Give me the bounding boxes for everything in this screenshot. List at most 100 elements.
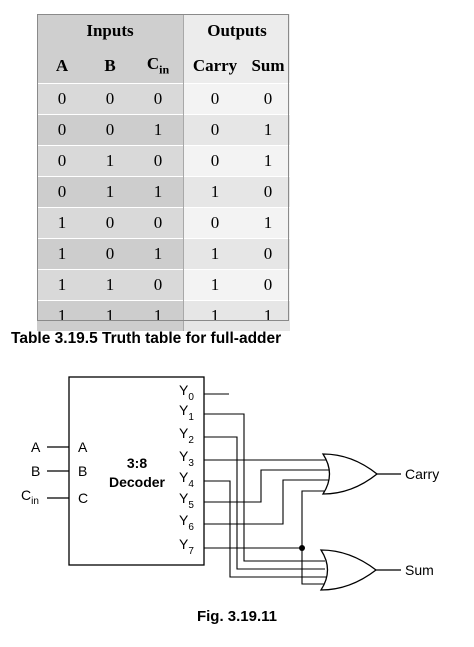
- sum-label: Sum: [405, 562, 434, 578]
- cell-a: 1: [37, 238, 87, 270]
- header-a: A: [37, 48, 87, 84]
- cell-cin: 1: [133, 176, 184, 208]
- cell-a: 1: [37, 207, 87, 239]
- output-label-y5: Y5: [179, 490, 194, 511]
- pin-label-b: B: [78, 463, 87, 479]
- cell-b: 0: [87, 114, 133, 146]
- header-b: B: [87, 48, 133, 84]
- wire-y7-carry: [204, 490, 328, 549]
- output-label-sub: 3: [188, 458, 194, 469]
- outputs-group-header: Outputs: [183, 14, 290, 48]
- cell-cin: 1: [133, 300, 184, 331]
- wire-y6: [204, 479, 330, 525]
- decoder-output-wires: [204, 393, 330, 585]
- cell-cin: 0: [133, 269, 184, 301]
- output-label-sub: 5: [188, 500, 194, 511]
- header-cin-sub: in: [159, 62, 170, 77]
- cell-a: 0: [37, 145, 87, 177]
- header-cin: Cin: [133, 48, 184, 84]
- cell-b: 1: [87, 176, 133, 208]
- output-label-sub: 4: [188, 479, 194, 490]
- input-label-a: A: [31, 439, 41, 455]
- output-label-y6: Y6: [179, 512, 194, 533]
- decoder-title-name: Decoder: [109, 474, 166, 490]
- wire-y5: [204, 469, 330, 503]
- cell-sum: 0: [246, 83, 290, 115]
- input-label-cin-sub: in: [31, 496, 39, 507]
- cell-cin: 0: [133, 83, 184, 115]
- cell-cin: 1: [133, 238, 184, 270]
- output-label-sub: 6: [188, 522, 194, 533]
- cell-carry: 1: [183, 238, 246, 270]
- cell-b: 1: [87, 269, 133, 301]
- output-label-y2: Y2: [179, 425, 194, 446]
- cell-a: 1: [37, 300, 87, 331]
- table-caption: Table 3.19.5 Truth table for full-adder: [11, 330, 282, 347]
- output-label-sub: 2: [188, 435, 194, 446]
- output-label-main: Y: [179, 402, 189, 418]
- output-label-main: Y: [179, 425, 189, 441]
- cell-carry: 1: [183, 176, 246, 208]
- cell-a: 0: [37, 176, 87, 208]
- cell-cin: 0: [133, 207, 184, 239]
- header-carry: Carry: [183, 48, 246, 84]
- cell-carry: 0: [183, 207, 246, 239]
- cell-sum: 1: [246, 145, 290, 177]
- output-label-sub: 0: [188, 392, 194, 403]
- decoder-circuit-diagram: 3:8 Decoder A B Cin A B C Y0Y1Y2Y3Y4Y5Y6…: [21, 376, 439, 591]
- inputs-group-header: Inputs: [37, 14, 184, 48]
- output-label-main: Y: [179, 469, 189, 485]
- wire-junction-dot: [299, 545, 305, 551]
- decoder-title-ratio: 3:8: [127, 455, 147, 471]
- output-label-y7: Y7: [179, 536, 194, 557]
- cell-carry: 0: [183, 83, 246, 115]
- input-label-b: B: [31, 463, 40, 479]
- cell-carry: 1: [183, 269, 246, 301]
- or-gate-sum: [319, 549, 378, 591]
- output-label-sub: 7: [188, 546, 194, 557]
- input-label-cin-main: C: [21, 487, 31, 503]
- cell-a: 0: [37, 83, 87, 115]
- wire-y2: [204, 436, 325, 570]
- cell-b: 0: [87, 83, 133, 115]
- output-label-main: Y: [179, 536, 189, 552]
- wire-y4: [204, 480, 327, 578]
- output-label-main: Y: [179, 512, 189, 528]
- cell-b: 1: [87, 145, 133, 177]
- cell-a: 0: [37, 114, 87, 146]
- output-label-main: Y: [179, 490, 189, 506]
- cell-sum: 0: [246, 269, 290, 301]
- wire-y7-sum: [301, 548, 325, 585]
- wire-y1: [204, 413, 325, 562]
- output-label-y1: Y1: [179, 402, 194, 423]
- or-gate-carry: [321, 453, 379, 495]
- carry-label: Carry: [405, 466, 439, 482]
- cell-sum: 1: [246, 114, 290, 146]
- cell-b: 1: [87, 300, 133, 331]
- pin-label-a: A: [78, 439, 88, 455]
- header-cin-main: C: [146, 53, 160, 73]
- output-label-y4: Y4: [179, 469, 194, 490]
- header-sum: Sum: [246, 48, 290, 84]
- cell-carry: 0: [183, 145, 246, 177]
- cell-a: 1: [37, 269, 87, 301]
- decoder-block: [68, 376, 205, 566]
- cell-sum: 1: [246, 300, 290, 331]
- cell-b: 0: [87, 207, 133, 239]
- output-label-y0: Y0: [179, 382, 194, 403]
- cell-cin: 1: [133, 114, 184, 146]
- output-label-y3: Y3: [179, 448, 194, 469]
- pin-label-c: C: [78, 490, 88, 506]
- cell-carry: 1: [183, 300, 246, 331]
